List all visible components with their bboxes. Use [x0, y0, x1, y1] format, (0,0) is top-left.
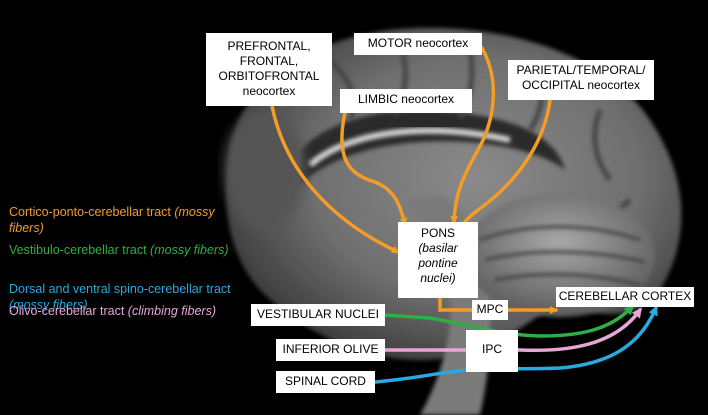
arrow-parietal-to-pons — [456, 98, 552, 234]
box-limbic: LIMBIC neocortex — [340, 89, 472, 113]
box-limbic-label: LIMBIC neocortex — [357, 92, 455, 106]
box-cerebellar-cortex: CEREBELLAR CORTEX — [556, 287, 694, 307]
box-pons-sub: (basilar pontine nuclei) — [418, 241, 458, 285]
box-ipc: IPC — [466, 330, 518, 372]
arrow-prefrontal-to-pons — [270, 104, 400, 254]
arrow-limbic-to-pons — [340, 110, 408, 226]
arrow-olive-to-cerebellar — [383, 307, 642, 353]
box-prefrontal: PREFRONTAL, FRONTAL, ORBITOFRONTAL neoco… — [206, 33, 332, 106]
legend-spino-text: Dorsal and ventral spino-cerebellar trac… — [9, 282, 231, 296]
box-pons: PONS (basilar pontine nuclei) — [398, 222, 478, 298]
legend-spino: Dorsal and ventral spino-cerebellar trac… — [9, 265, 259, 313]
box-mpc-label: MPC — [476, 302, 504, 316]
arrow-motor-to-pons — [450, 46, 496, 224]
box-inferior-olive-label: INFERIOR OLIVE — [282, 342, 379, 356]
arrow-pons-to-mpc — [438, 296, 474, 312]
box-spinal-cord-label: SPINAL CORD — [285, 374, 366, 388]
box-inferior-olive: INFERIOR OLIVE — [276, 339, 385, 361]
box-pons-title: PONS — [420, 226, 455, 240]
box-ipc-label: IPC — [481, 342, 502, 356]
legend-vestibulo-text: Vestibulo-cerebellar tract — [9, 243, 151, 257]
legend-vestibulo: Vestibulo-cerebellar tract (mossy fibers… — [9, 242, 249, 258]
legend-cortico-ponto-text: Cortico-ponto-cerebellar tract — [9, 205, 175, 219]
arrow-spinal-to-cerebellar — [373, 305, 658, 384]
box-motor-label: MOTOR neocortex — [367, 36, 469, 50]
legend-vestibulo-italic: (mossy fibers) — [150, 243, 229, 257]
legend-olivo: Olivo-cerebellar tract (climbing fibers) — [9, 303, 259, 319]
box-vestibular-nuclei: VESTIBULAR NUCLEI — [251, 304, 385, 326]
box-mpc: MPC — [472, 300, 508, 320]
box-parietal-label: PARIETAL/TEMPORAL/ OCCIPITAL neocortex — [516, 63, 646, 92]
box-cerebellar-cortex-label: CEREBELLAR CORTEX — [558, 289, 692, 303]
legend-olivo-italic: (climbing fibers) — [127, 304, 217, 318]
box-parietal: PARIETAL/TEMPORAL/ OCCIPITAL neocortex — [508, 60, 654, 100]
legend-spino-italic: (mossy fibers) — [9, 298, 88, 312]
box-prefrontal-label: PREFRONTAL, FRONTAL, ORBITOFRONTAL neoco… — [218, 39, 320, 98]
box-motor: MOTOR neocortex — [354, 33, 482, 55]
legend-cortico-ponto-italic: (mossy fibers) — [9, 205, 215, 235]
legend-olivo-text: Olivo-cerebellar tract — [9, 304, 128, 318]
box-spinal-cord: SPINAL CORD — [276, 371, 375, 393]
box-vestibular-nuclei-label: VESTIBULAR NUCLEI — [256, 307, 380, 321]
arrow-vestibular-to-cerebellar — [383, 304, 635, 338]
legend-cortico-ponto: Cortico-ponto-cerebellar tract (mossy fi… — [9, 204, 239, 236]
